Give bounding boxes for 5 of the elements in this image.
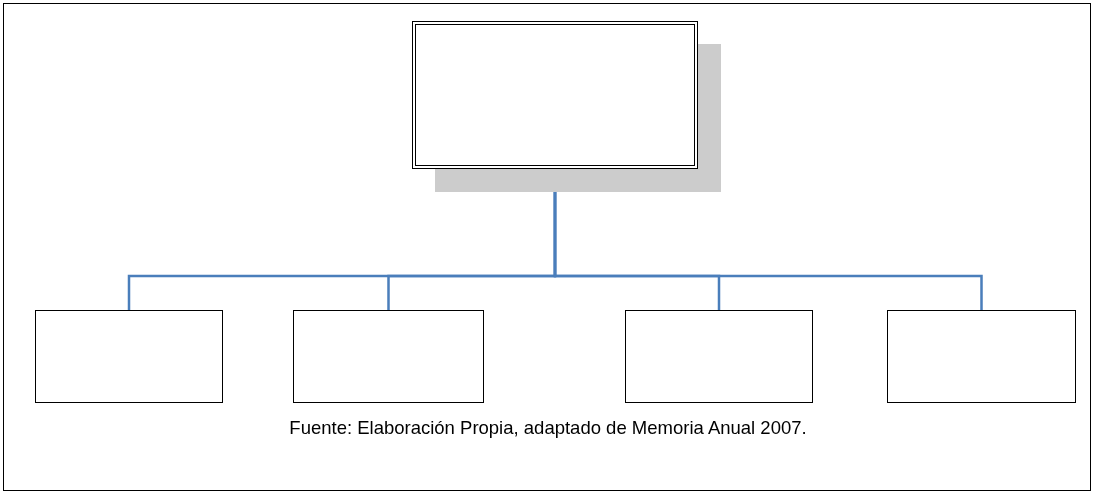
child-box [35, 310, 223, 403]
child-box [293, 310, 484, 403]
child-box [887, 310, 1076, 403]
child-box [625, 310, 813, 403]
caption: Fuente: Elaboración Propia, adaptado de Memoria Anual 2007. [288, 417, 808, 439]
